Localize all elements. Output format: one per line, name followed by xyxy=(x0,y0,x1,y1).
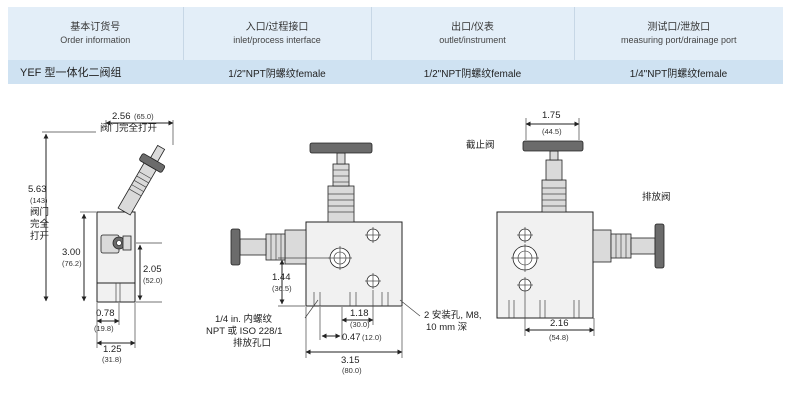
front-handle[interactable] xyxy=(309,142,373,154)
cell-outlet: 1/2"NPT阴螺纹female xyxy=(371,60,574,84)
svg-text:阀门: 阀门 xyxy=(30,206,49,218)
svg-text:(44.5): (44.5) xyxy=(542,127,562,136)
svg-text:0.47: 0.47 xyxy=(342,332,361,343)
svg-text:完全: 完全 xyxy=(30,218,50,230)
svg-text:10 mm 深: 10 mm 深 xyxy=(426,322,468,333)
header-measuring-port: 测试口/泄放口 measuring port/drainage port xyxy=(574,7,783,60)
header-inlet: 入口/过程接口 inlet/process interface xyxy=(183,7,372,60)
svg-text:打开: 打开 xyxy=(30,230,50,242)
svg-text:2.56: 2.56 xyxy=(112,111,131,122)
table-header-row: 基本订货号 Order information 入口/过程接口 inlet/pr… xyxy=(8,7,783,60)
svg-text:3.00: 3.00 xyxy=(62,247,81,258)
table-row: YEF 型一体化二阀组 1/2"NPT阴螺纹female 1/2"NPT阴螺纹f… xyxy=(8,60,783,84)
stop-valve-handle[interactable] xyxy=(522,140,584,152)
svg-text:(143): (143) xyxy=(30,196,48,205)
svg-text:阀门完全打开: 阀门完全打开 xyxy=(100,122,158,134)
cell-model: YEF 型一体化二阀组 xyxy=(8,60,183,84)
svg-text:2.16: 2.16 xyxy=(550,318,569,329)
side-view: 2.56 (65.0) 阀门完全打开 5.63 (143) 阀门 完全 打开 3… xyxy=(28,111,174,364)
svg-text:(80.0): (80.0) xyxy=(342,366,362,375)
svg-text:(36.5): (36.5) xyxy=(272,284,292,293)
cell-port: 1/4"NPT阴螺纹female xyxy=(574,60,783,84)
svg-text:(19.8): (19.8) xyxy=(94,324,114,333)
svg-text:(30.0): (30.0) xyxy=(350,320,370,329)
svg-text:排放阀: 排放阀 xyxy=(642,191,671,203)
svg-text:1.44: 1.44 xyxy=(272,272,291,283)
svg-text:1.25: 1.25 xyxy=(103,344,122,355)
svg-text:3.15: 3.15 xyxy=(341,355,360,366)
svg-text:NPT 或 ISO 228/1: NPT 或 ISO 228/1 xyxy=(206,325,282,337)
svg-text:截止阀: 截止阀 xyxy=(466,139,495,151)
order-spec-table: 基本订货号 Order information 入口/过程接口 inlet/pr… xyxy=(8,7,783,84)
cell-inlet: 1/2"NPT阴螺纹female xyxy=(183,60,371,84)
dimension-drawing: 2.56 (65.0) 阀门完全打开 5.63 (143) 阀门 完全 打开 3… xyxy=(28,110,671,375)
header-outlet: 出口/仪表 outlet/instrument xyxy=(371,7,575,60)
header-order-info: 基本订货号 Order information xyxy=(8,7,184,60)
svg-text:1.18: 1.18 xyxy=(350,308,369,319)
svg-text:(12.0): (12.0) xyxy=(362,333,382,342)
rear-view: 1.75 (44.5) 截止阀 排放阀 2.16 (54.8) xyxy=(466,110,671,342)
svg-text:0.78: 0.78 xyxy=(96,308,115,319)
front-view: 1.44 (36.5) 1.18 (30.0) 0.47 (12.0) 3.15… xyxy=(206,142,482,375)
vent-valve-handle[interactable] xyxy=(654,223,665,269)
svg-text:(54.8): (54.8) xyxy=(549,333,569,342)
svg-text:2 安装孔, M8,: 2 安装孔, M8, xyxy=(424,309,482,321)
svg-text:(65.0): (65.0) xyxy=(134,112,154,121)
svg-text:(31.8): (31.8) xyxy=(102,355,122,364)
svg-text:1.75: 1.75 xyxy=(542,110,561,121)
svg-text:排放孔口: 排放孔口 xyxy=(233,337,271,349)
svg-text:(76.2): (76.2) xyxy=(62,259,82,268)
svg-text:5.63: 5.63 xyxy=(28,184,47,195)
svg-text:2.05: 2.05 xyxy=(143,264,162,275)
svg-text:1/4 in. 内螺纹: 1/4 in. 内螺纹 xyxy=(215,313,273,325)
front-block xyxy=(305,221,403,307)
svg-text:(52.0): (52.0) xyxy=(143,276,163,285)
